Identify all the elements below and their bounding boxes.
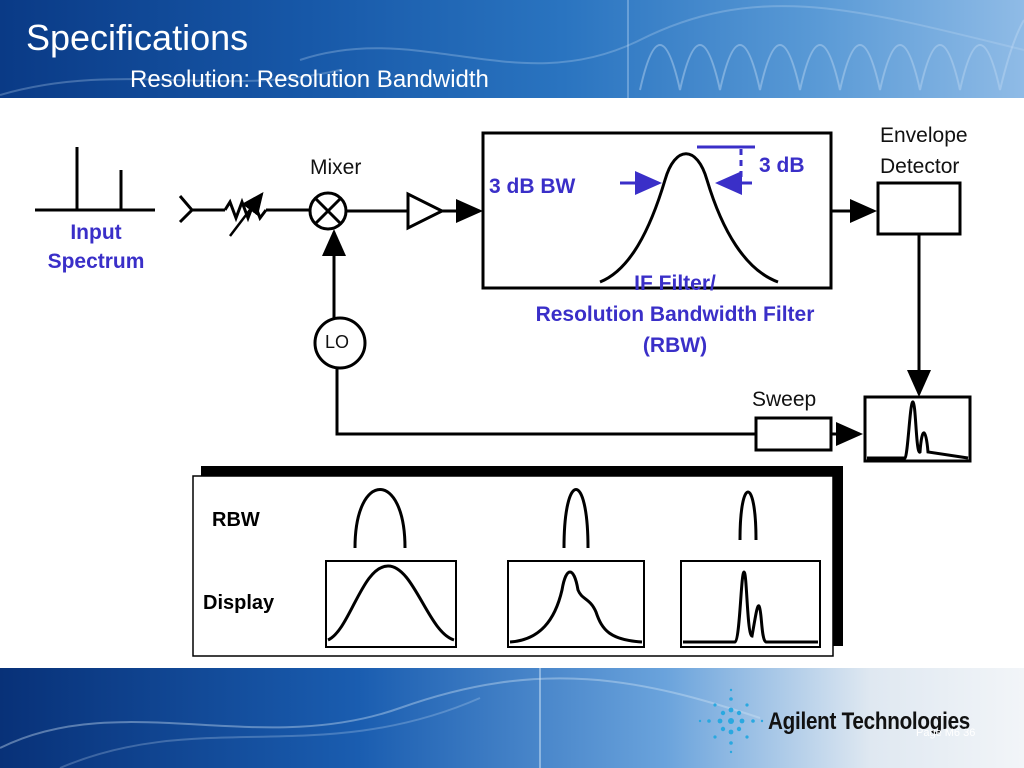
display-wide-box [325,560,457,648]
mixer-label: Mixer [310,156,362,179]
if-filter-box [481,131,833,290]
display-row-label: Display [203,592,275,614]
header-decoration [0,0,1024,98]
mixer-symbol [308,191,348,231]
display-wide-trace [327,564,455,642]
input-spectrum-graphic [35,147,155,212]
amplifier-symbol [406,191,446,231]
display-medium-trace [509,570,643,644]
page-number: Page M6 36 [916,727,976,739]
slide-title: Specifications [26,17,249,58]
attenuator-graphic [178,192,310,237]
sweep-box [754,416,833,452]
rbw-shape-narrow [738,490,758,541]
three-db-label: 3 dB [759,154,805,177]
company-logo-text: Agilent Technologies [768,708,971,735]
envelope-detector-box [876,181,962,236]
rbw-row-label: RBW [212,509,260,531]
slide-subtitle: Resolution: Resolution Bandwidth [130,66,489,93]
sweep-label: Sweep [752,388,817,411]
if-filter-curve [599,152,779,284]
rbw-shape-medium [562,488,590,549]
display-trace [867,400,969,460]
input-spectrum-label: Input Spectrum [47,221,145,273]
footer-banner [0,668,1024,768]
display-medium-box [507,560,645,648]
footer-decoration [0,668,761,768]
if-filter-label: IF Filter/ Resolution Bandwidth Filter (… [535,272,815,357]
lo-label: LO [325,332,350,352]
agilent-spark-logo-icon [698,688,764,754]
three-db-bw-label: 3 dB BW [489,175,576,198]
envelope-detector-label: Envelope Detector [880,124,968,178]
lo-circle [313,316,367,370]
rbw-shape-wide [353,488,407,549]
display-narrow-trace [683,570,818,644]
header-banner: Specifications Resolution: Resolution Ba… [0,0,1024,98]
